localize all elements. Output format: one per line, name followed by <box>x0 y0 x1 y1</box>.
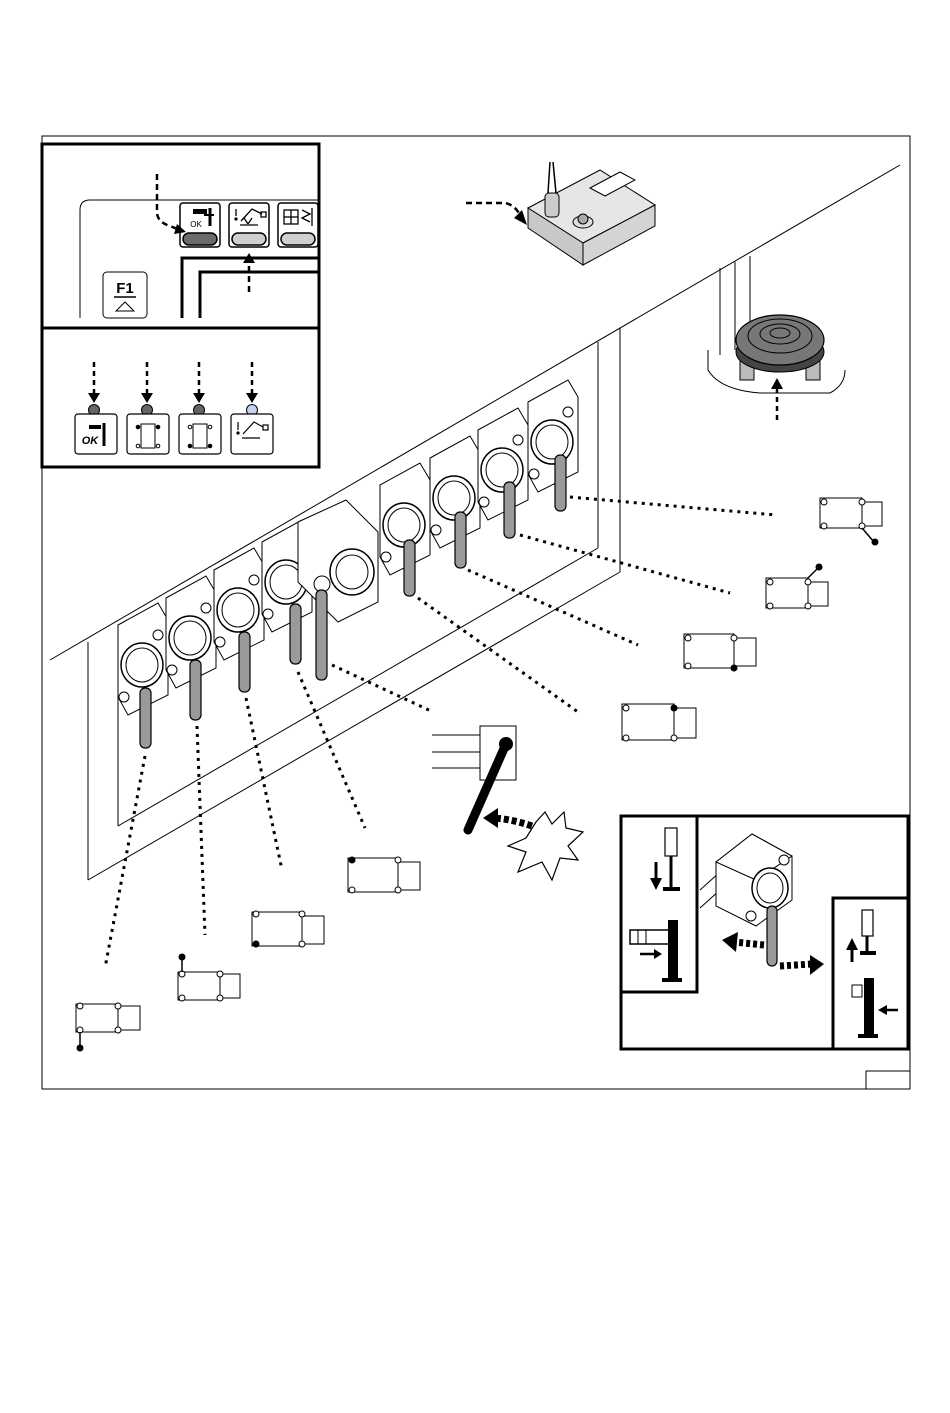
lever-6[interactable] <box>455 512 466 568</box>
lever-8[interactable] <box>555 455 566 511</box>
outrigger-rear-right-up-icon <box>766 564 828 609</box>
outrigger-front-left-down-icon <box>252 911 324 947</box>
outrigger-front-left-icon <box>622 704 696 741</box>
page-number-box <box>866 1071 910 1089</box>
lever-7[interactable] <box>504 482 515 538</box>
lever-main[interactable] <box>316 590 327 680</box>
valve-block <box>478 408 528 520</box>
lever-4[interactable] <box>290 604 301 664</box>
ok-support-button[interactable]: OK <box>180 203 220 247</box>
emergency-lever-detail <box>432 726 583 880</box>
ok-label-bold: OK <box>82 435 100 447</box>
f1-key[interactable]: F1 <box>103 272 147 318</box>
lever-1[interactable] <box>140 688 151 748</box>
outrigger-rear-left-down-icon <box>76 1003 140 1051</box>
ok-label-small: OK <box>190 220 202 229</box>
f1-key-label: F1 <box>116 280 134 297</box>
outrigger-rear-right-down-icon <box>820 498 882 545</box>
valve-block <box>528 380 578 492</box>
flash-lift-button[interactable] <box>229 203 269 247</box>
turntable <box>708 256 845 420</box>
multi-function-button[interactable] <box>278 203 318 247</box>
outrigger-front-left-up-icon <box>178 954 240 1001</box>
lever-2[interactable] <box>190 660 201 720</box>
lever-usage-inset <box>621 816 908 1049</box>
outrigger-rear-left-icon <box>684 634 756 671</box>
lever-3[interactable] <box>239 632 250 692</box>
outrigger-front-right-icon <box>348 857 420 893</box>
control-panel-inset: F1 OK <box>42 144 319 467</box>
lever-5[interactable] <box>404 540 415 596</box>
remote-control-module <box>466 162 655 265</box>
